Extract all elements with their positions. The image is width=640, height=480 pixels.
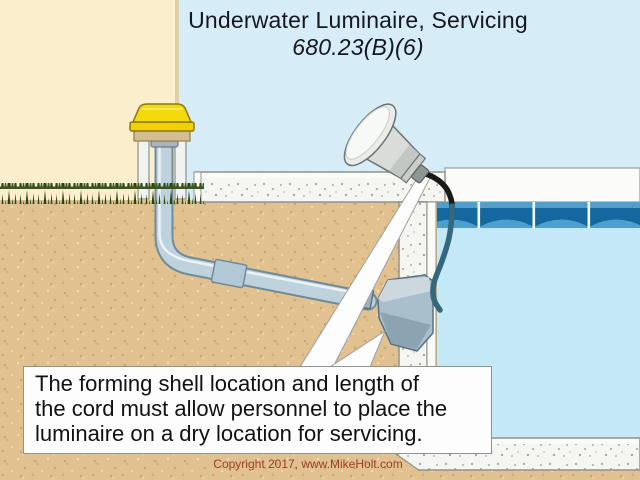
underground-conduit xyxy=(154,132,378,311)
forming-shell xyxy=(377,274,434,352)
callout-text-line: The forming shell location and length of xyxy=(35,371,420,396)
slide-title: Underwater Luminaire, Servicing 680.23(B… xyxy=(158,7,558,61)
callout-text-line: the cord must allow personnel to place t… xyxy=(35,396,448,421)
cord-gland xyxy=(411,164,430,184)
house-wall xyxy=(0,0,179,202)
callout-text-line: luminaire on a dry location for servicin… xyxy=(35,421,423,446)
luminaire-lens xyxy=(345,106,390,160)
title-line: Underwater Luminaire, Servicing xyxy=(188,7,528,33)
junction-box xyxy=(129,103,195,200)
cord-underwater xyxy=(430,203,455,313)
copyright-notice: Copyright 2017, www.MikeHolt.com xyxy=(213,457,403,471)
junction-box-lid-rim xyxy=(129,121,195,132)
code-reference: 680.23(B)(6) xyxy=(292,34,424,60)
waterline-tile xyxy=(435,202,640,228)
junction-box-lid xyxy=(131,103,193,123)
underwater-luminaire xyxy=(343,103,430,184)
conduit-coupling xyxy=(210,258,248,289)
grass xyxy=(0,183,204,204)
far-deck-coping xyxy=(444,167,640,203)
callout-box: The forming shell location and length of… xyxy=(23,366,492,454)
